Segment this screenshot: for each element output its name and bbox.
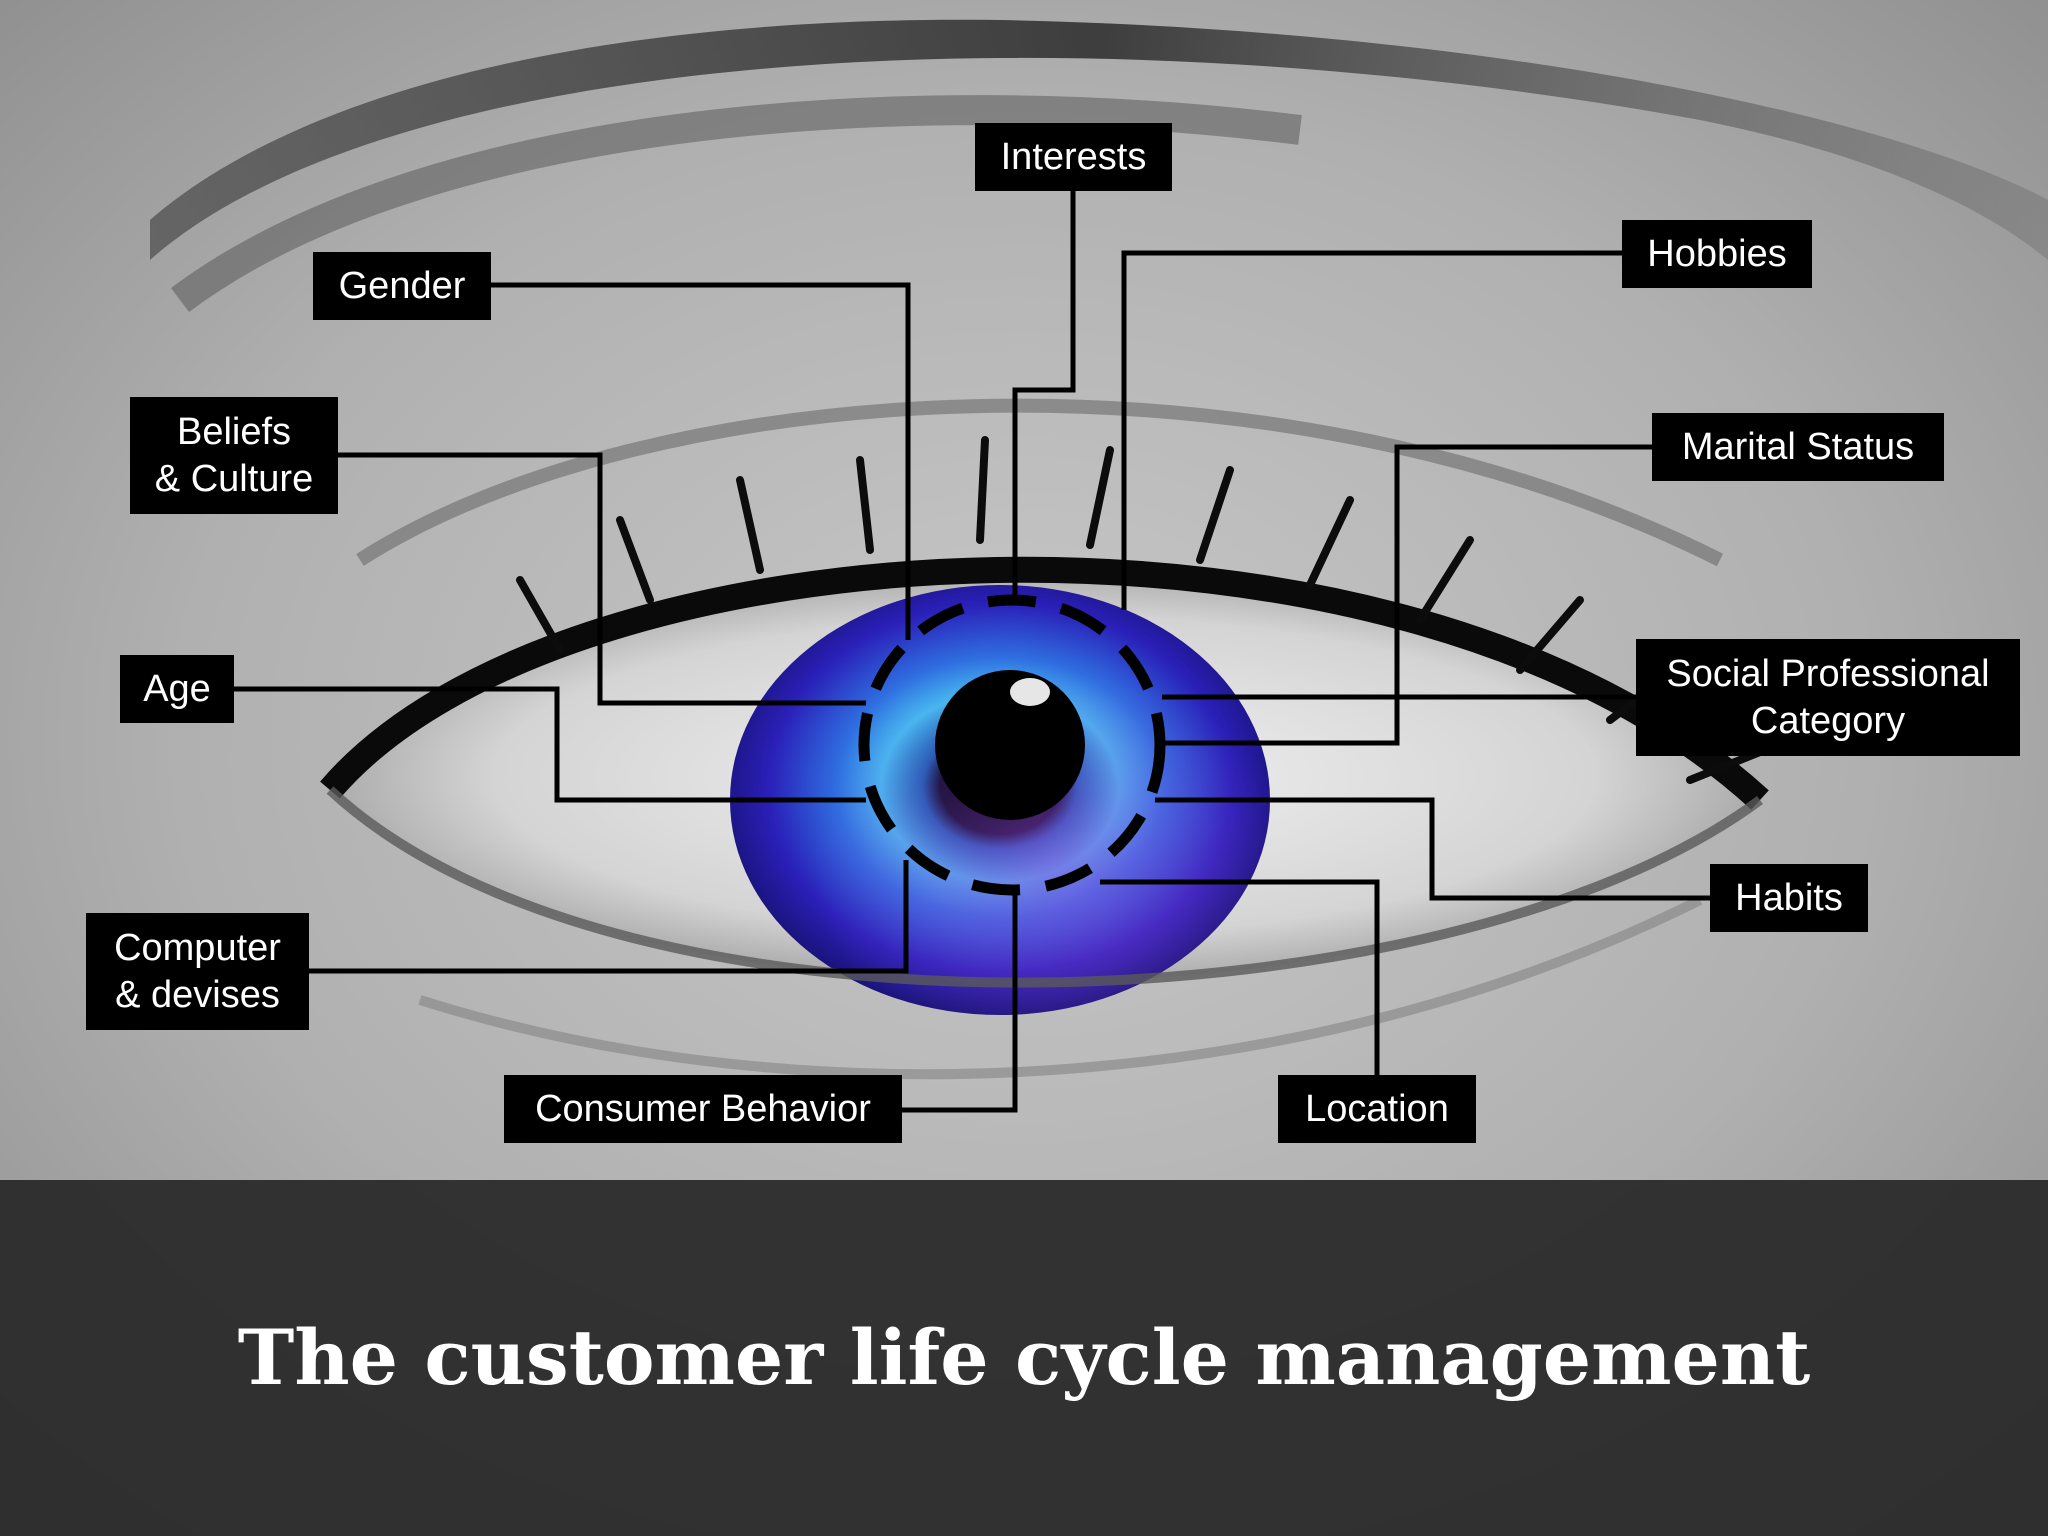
label-beliefs: Beliefs & Culture bbox=[130, 397, 338, 514]
iris-dashed-ring bbox=[858, 594, 1166, 896]
connector-computer bbox=[308, 860, 909, 974]
label-marital-status: Marital Status bbox=[1652, 413, 1944, 481]
connector-gender bbox=[488, 282, 911, 640]
connector-consumer bbox=[900, 890, 1018, 1113]
connector-interests bbox=[1012, 190, 1076, 600]
connector-beliefs bbox=[336, 452, 866, 706]
label-hobbies: Hobbies bbox=[1622, 220, 1812, 288]
connector-age bbox=[232, 686, 866, 803]
connector-hobbies bbox=[1121, 250, 1625, 610]
label-consumer-behavior: Consumer Behavior bbox=[504, 1075, 902, 1143]
label-gender: Gender bbox=[313, 252, 491, 320]
label-social-professional-category: Social Professional Category bbox=[1636, 639, 2020, 756]
label-age: Age bbox=[120, 655, 234, 723]
slide-title: The customer life cycle management bbox=[237, 1313, 1811, 1402]
caption-band bbox=[0, 1180, 2048, 1536]
connector-location bbox=[1100, 879, 1380, 1075]
label-interests: Interests bbox=[975, 123, 1172, 191]
label-habits: Habits bbox=[1710, 864, 1868, 932]
label-computer-devises: Computer & devises bbox=[86, 913, 309, 1030]
connector-marital bbox=[1162, 444, 1655, 746]
connector-habits bbox=[1155, 797, 1712, 901]
label-location: Location bbox=[1278, 1075, 1476, 1143]
